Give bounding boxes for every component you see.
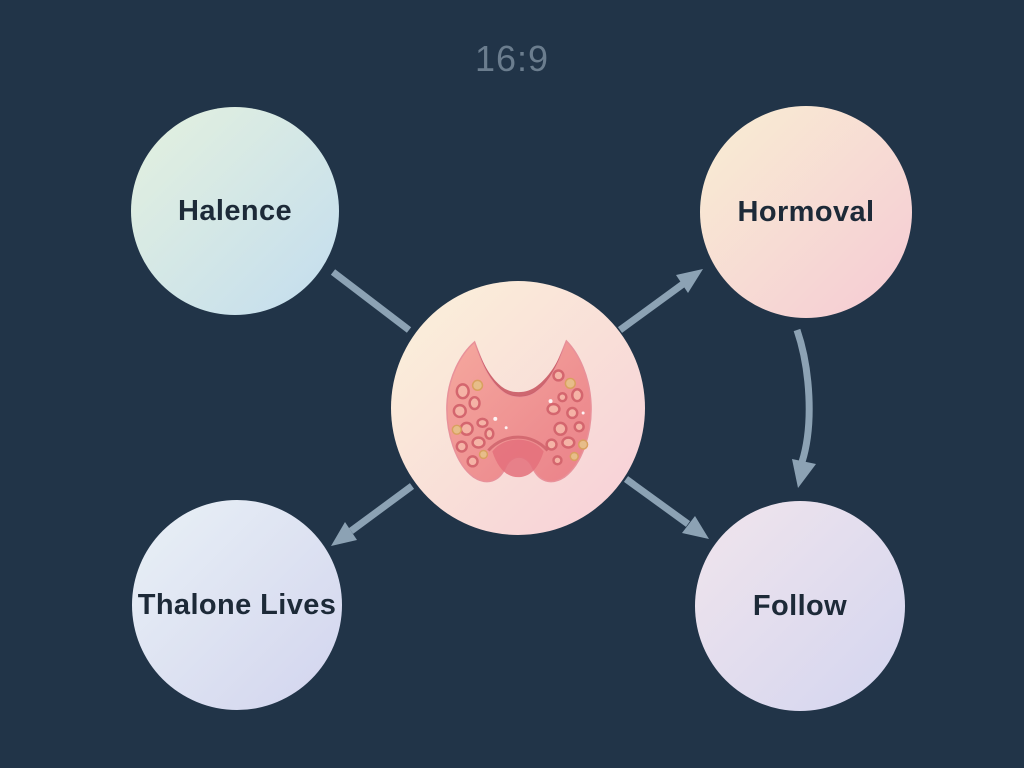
connector-hormoval-follow bbox=[792, 328, 816, 488]
node-halence: Halence bbox=[131, 107, 339, 315]
node-center bbox=[391, 281, 645, 535]
arrowhead-down-left-icon bbox=[331, 522, 357, 546]
arrowhead-up-right-icon bbox=[676, 269, 703, 293]
node-halence-label: Halence bbox=[177, 194, 293, 227]
connector-halence-center bbox=[330, 269, 412, 333]
connector-center-hormoval bbox=[617, 269, 703, 333]
node-thalone-lives: Thalone Lives bbox=[132, 500, 342, 710]
arrowhead-down-right-icon bbox=[682, 516, 709, 539]
node-follow: Follow bbox=[695, 501, 905, 711]
node-follow-label: Follow bbox=[752, 589, 848, 622]
connector-center-thalone bbox=[331, 483, 415, 546]
node-hormoval-label: Hormoval bbox=[737, 195, 875, 228]
node-thalone-lives-label: Thalone Lives bbox=[137, 588, 337, 621]
node-hormoval: Hormoval bbox=[700, 106, 912, 318]
connector-center-follow bbox=[623, 476, 709, 539]
thyroid-gland-icon bbox=[446, 339, 592, 483]
page-title: 16:9 bbox=[474, 38, 550, 79]
arrowhead-down-icon bbox=[792, 459, 816, 488]
